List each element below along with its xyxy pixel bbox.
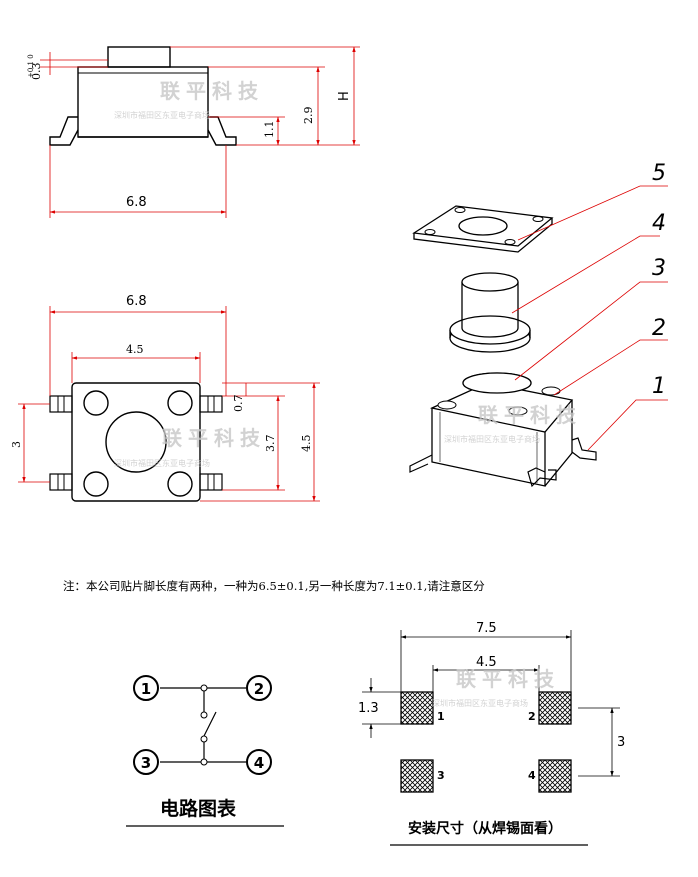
dim-front-width: 6.8 (126, 294, 147, 309)
exploded-view: 5 4 3 2 1 (409, 161, 668, 488)
front-view: 6.8 4.5 3 0.7 3.7 4.5 (10, 294, 320, 502)
watermark-address-3: 深圳市福田区东亚电子商场 (444, 434, 540, 444)
part-label-4: 4 (652, 211, 666, 236)
dim-pin-width: 0.7 (232, 395, 245, 413)
footprint-diagram: 7.5 4.5 1.3 3 1 2 3 4 (358, 621, 625, 846)
footprint-caption: 安装尺寸（从焊锡面看） (408, 821, 562, 837)
part-label-1: 1 (652, 374, 666, 399)
circuit-pin-1: 1 (141, 680, 151, 698)
watermark-company-3: 联平科技 (478, 403, 582, 427)
dim-top-tolerance: +0.1 0 (27, 54, 35, 78)
pad-label-2: 2 (528, 710, 536, 723)
dim-total-height: H (337, 91, 352, 101)
circuit-pin-4: 4 (254, 754, 264, 772)
dim-pad-spacing: 3 (617, 735, 625, 750)
dim-body-height: 2.9 (302, 107, 315, 125)
side-view: 0.3 +0.1 0 H 2.9 1.1 6.8 (27, 46, 360, 218)
dim-pad-height: 1.3 (358, 701, 379, 716)
length-note: 注：本公司贴片脚长度有两种，一种为6.5±0.1,另一种长度为7.1±0.1,请… (63, 579, 485, 593)
circuit-diagram: 1 2 3 4 (126, 675, 284, 827)
dim-foot-height: 1.1 (263, 121, 276, 139)
circuit-caption: 电路图表 (160, 798, 237, 820)
watermark-company-4: 联平科技 (456, 667, 560, 691)
watermark-company-2: 联平科技 (162, 426, 266, 450)
watermark-company-1: 联平科技 (160, 79, 264, 103)
watermark: 联平科技 深圳市福田区东亚电子商场 联平科技 深圳市福田区东亚电子商场 联平科技… (114, 79, 582, 708)
pad-label-3: 3 (437, 769, 445, 782)
watermark-address-1: 深圳市福田区东亚电子商场 (114, 110, 210, 120)
watermark-address-2: 深圳市福田区东亚电子商场 (114, 458, 210, 468)
watermark-address-4: 深圳市福田区东亚电子商场 (432, 698, 528, 708)
dim-outer-height: 4.5 (300, 435, 313, 453)
dim-hole-spacing: 4.5 (126, 343, 144, 356)
pad-label-1: 1 (437, 710, 445, 723)
dim-footprint-outer: 7.5 (476, 621, 497, 636)
dim-inner-height: 3.7 (264, 435, 277, 453)
dim-footprint-inner: 4.5 (476, 655, 497, 670)
part-label-3: 3 (652, 256, 666, 281)
part-label-5: 5 (652, 161, 666, 186)
pad-label-4: 4 (528, 769, 536, 782)
circuit-pin-3: 3 (141, 754, 151, 772)
circuit-pin-2: 2 (254, 680, 264, 698)
dim-top-offset: 0.3 (30, 63, 43, 81)
dim-pin-spacing: 3 (10, 441, 23, 448)
part-label-2: 2 (652, 316, 666, 341)
dim-top-width: 6.8 (126, 195, 147, 210)
